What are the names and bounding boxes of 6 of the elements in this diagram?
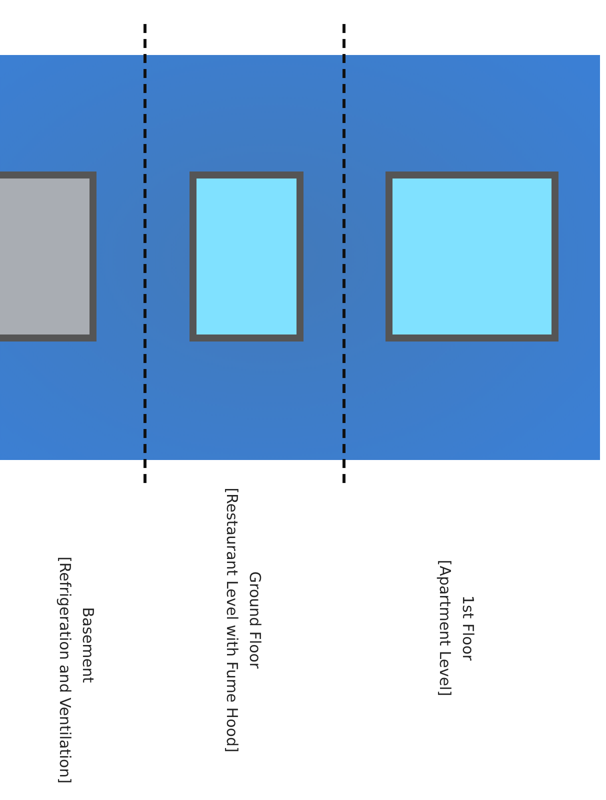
- floor-description: [Apartment Level]: [435, 560, 455, 696]
- floor-name: 1st Floor: [458, 595, 478, 661]
- floor-name: Basement: [78, 607, 98, 683]
- floor-description: [Refrigeration and Ventilation]: [55, 556, 75, 784]
- floor-name: Ground Floor: [245, 571, 265, 669]
- floor-description: [Restaurant Level with Fume Hood]: [222, 488, 242, 752]
